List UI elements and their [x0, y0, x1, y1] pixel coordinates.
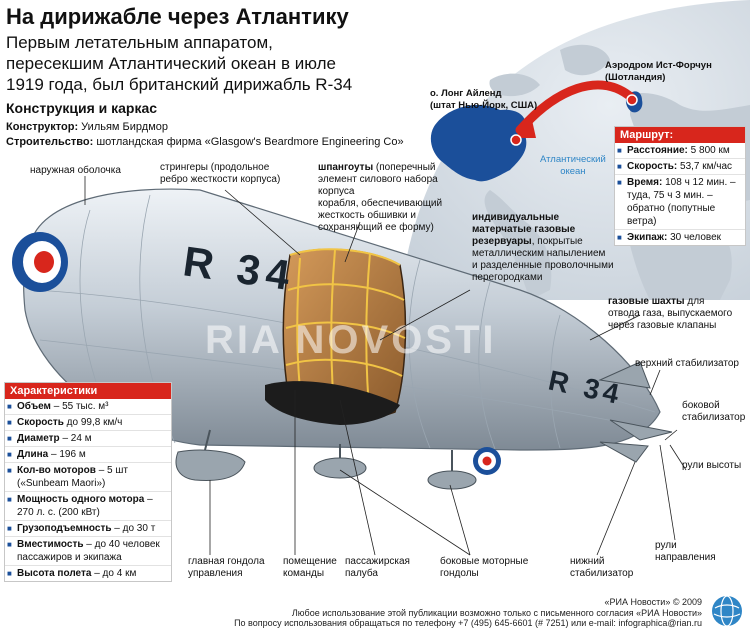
- top-stabilizer: [598, 361, 651, 389]
- route-box: Маршрут: Расстояние: 5 800 км Скорость: …: [614, 126, 746, 246]
- footer-line1: Любое использование этой публикации возм…: [291, 608, 702, 618]
- label-atlantic-ocean: Атлантический океан: [540, 154, 606, 177]
- spec-item: Вместимость – до 40 человек пассажиров и…: [5, 537, 171, 566]
- long-island-marker: [510, 134, 522, 146]
- label-bottom-stabilizer: нижний стабилизатор: [570, 556, 634, 579]
- airship-illustration: [12, 188, 673, 490]
- specs-title: Характеристики: [5, 383, 171, 399]
- ria-globe-icon: [712, 595, 742, 627]
- route-arrow: [515, 80, 637, 135]
- specs-box: Характеристики Объем – 55 тыс. м³ Скорос…: [4, 382, 172, 582]
- spec-item: Диаметр – 24 м: [5, 431, 171, 447]
- east-fortune-marker: [626, 94, 638, 106]
- label-frames: шпангоуты (поперечный элемент силового н…: [318, 162, 443, 233]
- route-title: Маршрут:: [615, 127, 745, 143]
- spec-item: Высота полета – до 4 км: [5, 566, 171, 581]
- label-envelope: наружная оболочка: [30, 165, 121, 176]
- footer-copyright: «РИА Новости» © 2009: [604, 597, 702, 607]
- side-gondola-2: [427, 450, 477, 490]
- section-title: Конструкция и каркас: [6, 100, 158, 116]
- builder-label: Строительство:: [6, 136, 94, 148]
- label-main-gondola: главная гондола управления: [188, 556, 265, 579]
- label-side-gondolas: боковые моторные гондолы: [440, 556, 529, 579]
- label-stringers: стрингеры (продольное ребро жесткости ко…: [160, 162, 281, 185]
- spec-item: Скорость до 99,8 км/ч: [5, 415, 171, 431]
- page-title: На дирижабле через Атлантику: [6, 4, 349, 29]
- label-side-stabilizer: боковой стабилизатор: [682, 400, 746, 423]
- label-top-stabilizer: верхний стабилизатор: [635, 358, 739, 369]
- label-gasbags: индивидуальные матерчатые газовые резерв…: [472, 212, 614, 283]
- footer-line2: По вопросу использования обращаться по т…: [234, 618, 702, 628]
- constructor-label: Конструктор:: [6, 121, 79, 133]
- spec-item: Объем – 55 тыс. м³: [5, 399, 171, 415]
- north-america-shape: [430, 105, 527, 182]
- label-elevators: рули высоты: [682, 460, 742, 471]
- constructor-value: Уильям Бирдмор: [78, 121, 168, 133]
- label-long-island: о. Лонг Айленд (штат Нью-Йорк, США): [430, 88, 538, 111]
- side-gondola-1: [313, 444, 367, 479]
- label-rudders: рули направления: [655, 540, 716, 563]
- spec-item: Кол-во моторов – 5 шт («Sunbeam Maori»): [5, 463, 171, 492]
- watermark: RIA NOVOSTI: [205, 318, 497, 362]
- label-gas-shafts: газовые шахты для отвода газа, выпускаем…: [608, 296, 733, 331]
- bottom-stabilizer: [599, 441, 649, 463]
- side-stabilizer: [609, 419, 673, 441]
- main-gondola: [175, 429, 246, 481]
- label-passenger-deck: пассажирская палуба: [345, 556, 410, 579]
- roundel-nose: [12, 232, 68, 292]
- label-east-fortune: Аэродром Ист-Форчун (Шотландия): [605, 60, 712, 83]
- label-crew-room: помещение команды: [283, 556, 337, 579]
- builder-line: Строительство: шотландская фирма «Glasgo…: [6, 136, 404, 148]
- route-item: Экипаж: 30 человек: [615, 230, 745, 245]
- page-subtitle: Первым летательным аппаратом, пересекшим…: [6, 33, 353, 94]
- roundel-side: [473, 447, 501, 475]
- spec-item: Длина – 196 м: [5, 447, 171, 463]
- spec-item: Мощность одного мотора – 270 л. с. (200 …: [5, 492, 171, 521]
- builder-value: шотландская фирма «Glasgow's Beardmore E…: [93, 136, 404, 148]
- spec-item: Грузоподъемность – до 30 т: [5, 521, 171, 537]
- constructor-line: Конструктор: Уильям Бирдмор: [6, 121, 168, 133]
